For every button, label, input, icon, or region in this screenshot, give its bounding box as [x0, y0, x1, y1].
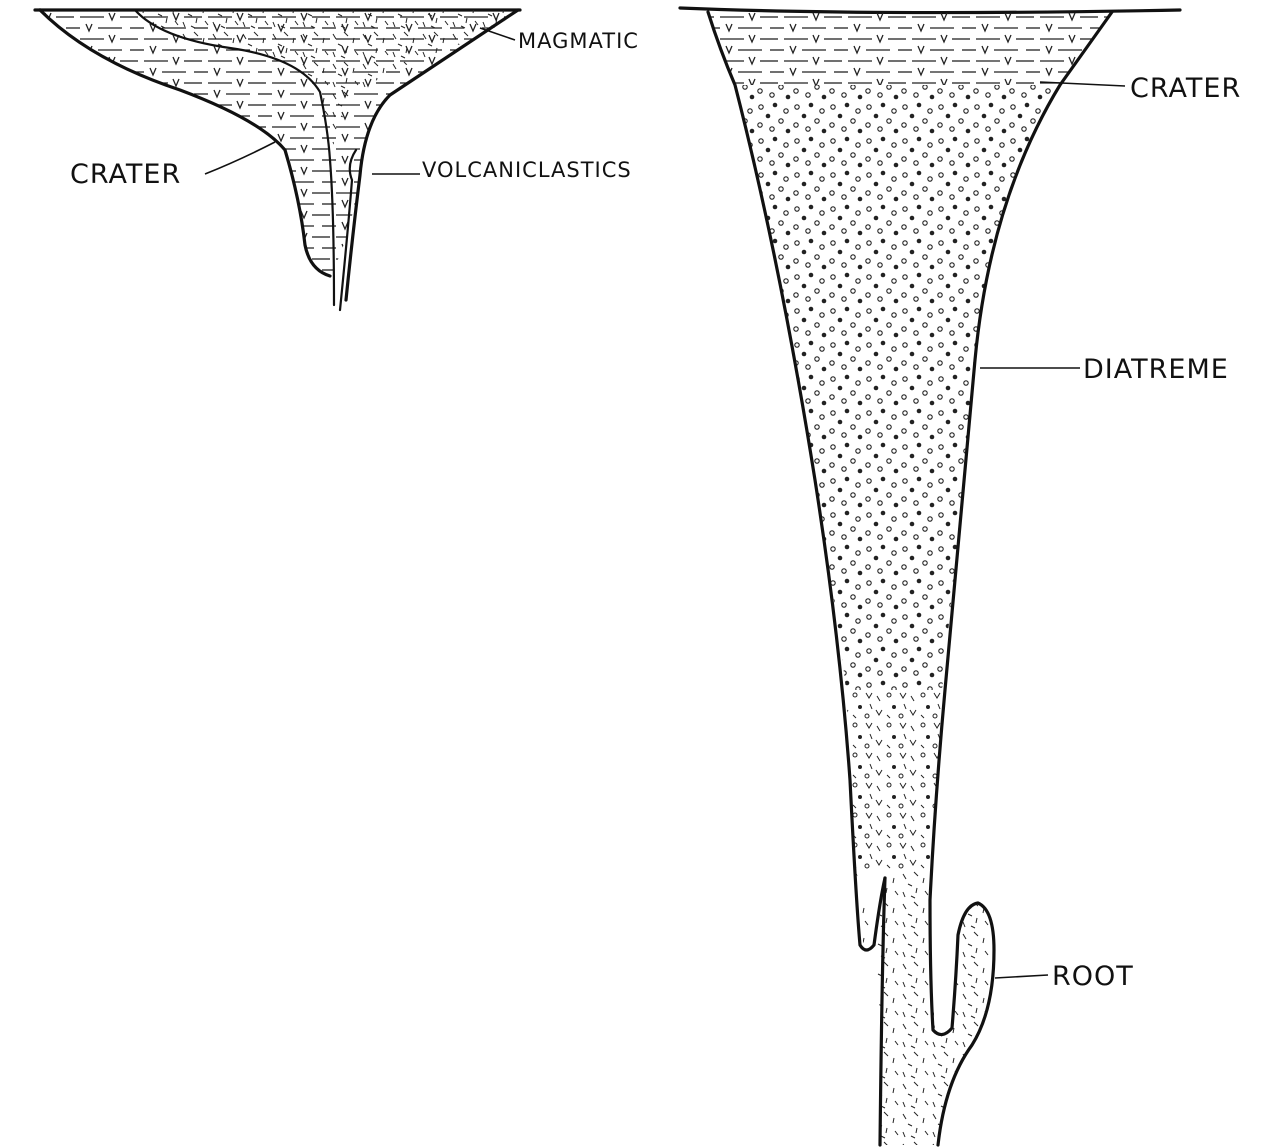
crater-fill-bedded — [708, 12, 1112, 85]
root-leader — [995, 975, 1048, 978]
label-crater-right: CRATER — [1130, 73, 1241, 104]
root-magmatic-fill — [856, 870, 994, 1145]
magmatic-leader — [480, 28, 515, 40]
diatreme-breccia-fill — [735, 85, 1060, 690]
maar-cross-section: MAGMATIC CRATER VOLCANICLASTICS — [35, 10, 639, 310]
label-root: ROOT — [1052, 961, 1134, 992]
label-diatreme: DIATREME — [1083, 354, 1229, 385]
label-volcaniclastics: VOLCANICLASTICS — [422, 158, 632, 182]
label-crater-left: CRATER — [70, 159, 181, 190]
crater-leader-left — [205, 142, 275, 174]
ground-surface-right — [680, 8, 1180, 13]
diatreme-cross-section: CRATER DIATREME ROOT — [680, 8, 1241, 1145]
diatreme-transition-fill — [846, 690, 942, 870]
label-magmatic: MAGMATIC — [518, 29, 639, 53]
